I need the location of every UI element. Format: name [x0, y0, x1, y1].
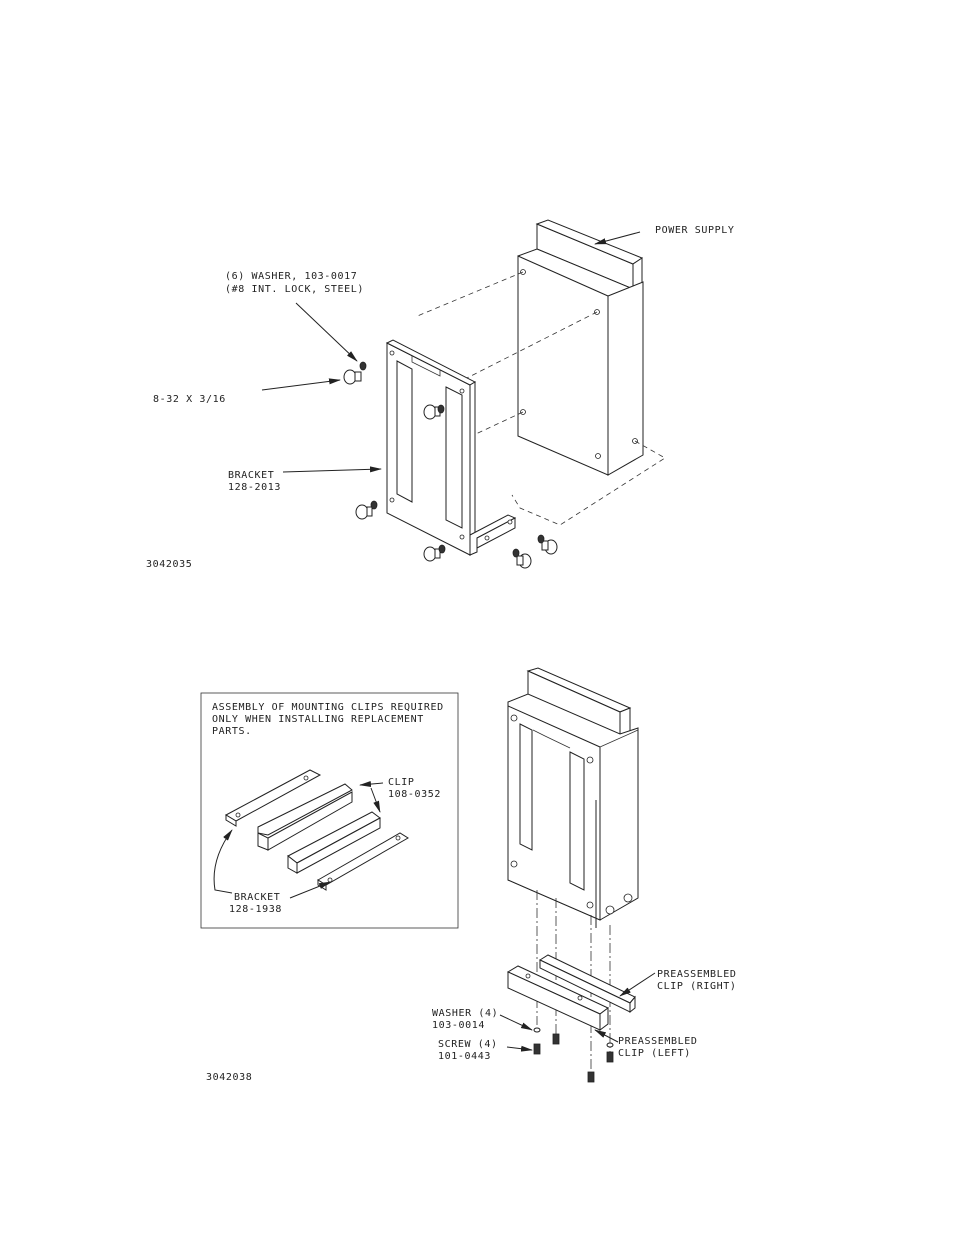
arrow-bracket-1 — [214, 830, 232, 893]
power-supply-unit — [518, 220, 643, 475]
note-line-1: ASSEMBLY OF MOUNTING CLIPS REQUIRED — [212, 702, 444, 713]
label-washer-line1: (6) WASHER, 103-0017 — [225, 271, 357, 282]
screw-top-left — [344, 362, 366, 384]
screw-bottom-mid — [424, 545, 445, 561]
preassembled-clips — [508, 955, 635, 1030]
note-line-2: ONLY WHEN INSTALLING REPLACEMENT — [212, 714, 424, 725]
screw-bottom-left — [356, 501, 377, 519]
bottom-figure: ASSEMBLY OF MOUNTING CLIPS REQUIRED ONLY… — [201, 668, 736, 1083]
screw-right — [538, 535, 557, 554]
label-power-supply: POWER SUPPLY — [655, 225, 734, 236]
clip-assembly-drawing — [226, 770, 408, 890]
label-preassembled-right-line1: PREASSEMBLED — [657, 969, 736, 980]
arrow-preassembled-left — [595, 1030, 618, 1042]
label-bracket-b-line1: BRACKET — [234, 892, 280, 903]
figure-id-bottom: 3042038 — [206, 1072, 252, 1083]
arrow-screw-b — [507, 1047, 532, 1050]
assembled-power-supply — [508, 668, 638, 928]
note-line-3: PARTS. — [212, 726, 252, 737]
label-washer-line2: (#8 INT. LOCK, STEEL) — [225, 284, 364, 295]
arrow-screw — [262, 380, 340, 390]
bottom-screws — [534, 1028, 613, 1082]
label-clip-line1: CLIP — [388, 777, 414, 788]
label-screw: 8-32 X 3/16 — [153, 394, 226, 405]
label-washer-b-line2: 103-0014 — [432, 1020, 485, 1031]
arrow-washer-b — [500, 1015, 532, 1030]
figure-id-top: 3042035 — [146, 559, 192, 570]
label-preassembled-left-line1: PREASSEMBLED — [618, 1036, 697, 1047]
arrow-preassembled-right — [620, 973, 655, 996]
arrow-bracket — [283, 469, 381, 472]
label-screw-b-line2: 101-0443 — [438, 1051, 491, 1062]
arrow-power-supply — [595, 232, 640, 244]
label-washer-b-line1: WASHER (4) — [432, 1008, 498, 1019]
label-clip-line2: 108-0352 — [388, 789, 441, 800]
arrow-clip-2 — [371, 788, 380, 812]
arrow-washer — [296, 303, 357, 361]
label-bracket-line1: BRACKET — [228, 470, 274, 481]
label-preassembled-left-line2: CLIP (LEFT) — [618, 1048, 691, 1059]
label-screw-b-line1: SCREW (4) — [438, 1039, 498, 1050]
top-figure: POWER SUPPLY (6) WASHER, 103-0017 (#8 IN… — [146, 220, 734, 570]
label-bracket-b-line2: 128-1938 — [229, 904, 282, 915]
arrow-clip-1 — [360, 783, 383, 785]
arrow-bracket-2 — [290, 882, 330, 898]
label-preassembled-right-line2: CLIP (RIGHT) — [657, 981, 736, 992]
bracket-128-2013 — [387, 340, 515, 555]
label-bracket-line2: 128-2013 — [228, 482, 281, 493]
screw-bottom-right — [513, 549, 531, 568]
note-box: ASSEMBLY OF MOUNTING CLIPS REQUIRED ONLY… — [201, 693, 458, 928]
